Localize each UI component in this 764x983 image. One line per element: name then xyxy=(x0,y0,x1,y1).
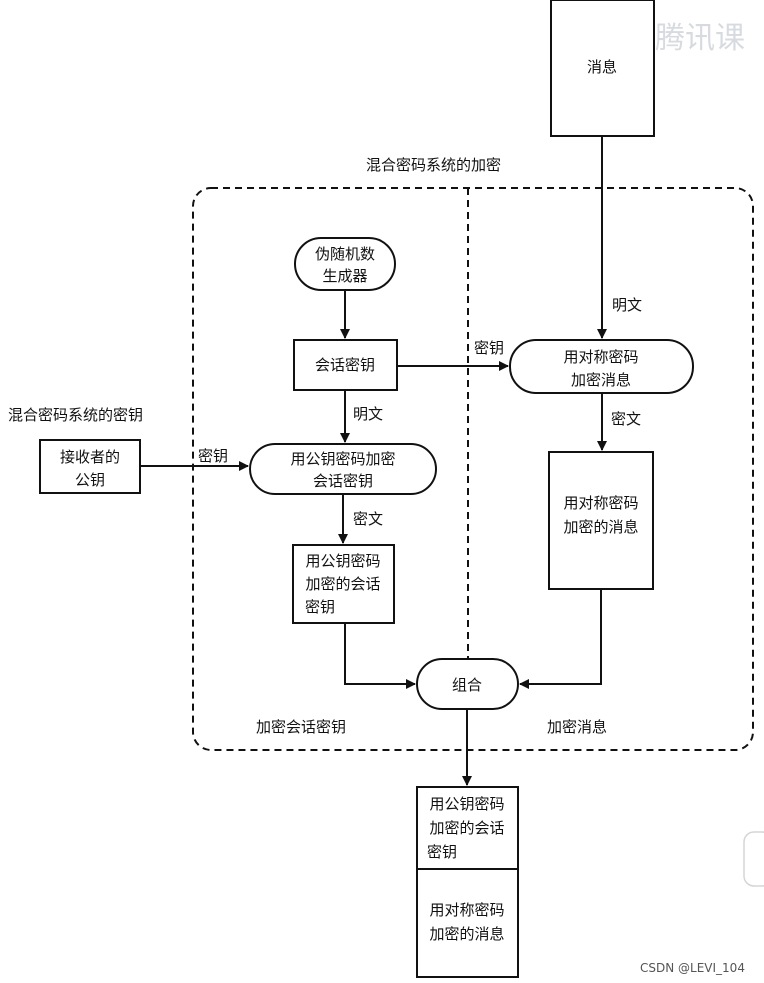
edge-encrypted-key-to-combine xyxy=(344,623,416,689)
combine-node: 组合 xyxy=(416,658,519,710)
session-key-node: 会话密钥 xyxy=(293,339,398,391)
edge-encrypted-msg-to-combine xyxy=(519,589,602,689)
region-label-encrypt-message: 加密消息 xyxy=(547,718,607,736)
combine-label: 组合 xyxy=(452,676,482,694)
hybrid-encryption-title: 混合密码系统的加密 xyxy=(366,156,501,174)
output-bottom-line-1: 用对称密码 xyxy=(429,901,504,919)
edge-label-key-to-sym: 密钥 xyxy=(474,339,504,357)
edge-label-plaintext-left: 明文 xyxy=(353,405,383,423)
prng-node: 伪随机数 生成器 xyxy=(294,237,396,291)
sym-encrypted-msg-node: 用对称密码 加密的消息 xyxy=(548,451,654,590)
sym-encrypt-line-1: 用对称密码 xyxy=(563,348,638,366)
credit-text: CSDN @LEVI_104 xyxy=(640,961,745,975)
output-node: 用公钥密码 加密的会话 密钥 用对称密码 加密的消息 xyxy=(416,786,519,978)
pk-encrypted-key-line-2: 加密的会话 xyxy=(305,575,380,593)
watermark-text: 腾讯课 xyxy=(655,21,745,56)
edge-label-key-to-pk: 密钥 xyxy=(198,447,228,465)
pk-encrypt-line-2: 会话密钥 xyxy=(313,472,373,490)
sym-encrypt-node: 用对称密码 加密消息 xyxy=(509,339,694,394)
edges xyxy=(140,136,607,786)
pk-encrypted-key-node: 用公钥密码 加密的会话 密钥 xyxy=(292,544,395,624)
pk-encrypted-key-line-1: 用公钥密码 xyxy=(305,552,380,570)
receiver-pubkey-node: 接收者的 公钥 xyxy=(39,439,141,494)
receiver-pubkey-line-2: 公钥 xyxy=(75,471,105,489)
message-node: 消息 xyxy=(550,0,655,137)
sym-encrypted-msg-line-1: 用对称密码 xyxy=(563,494,638,512)
prng-line-1: 伪随机数 xyxy=(315,245,375,263)
message-label: 消息 xyxy=(587,58,617,76)
receiver-pubkey-line-1: 接收者的 xyxy=(60,448,120,466)
output-top-line-2: 加密的会话 xyxy=(429,819,504,837)
output-bottom-line-2: 加密的消息 xyxy=(429,925,504,943)
side-handle[interactable] xyxy=(743,831,764,887)
edge-label-ciphertext-right: 密文 xyxy=(611,410,641,428)
pk-encrypt-line-1: 用公钥密码加密 xyxy=(290,450,395,468)
sym-encrypt-line-2: 加密消息 xyxy=(571,371,631,389)
pk-encrypted-key-line-3: 密钥 xyxy=(305,598,335,616)
output-top-line-3: 密钥 xyxy=(427,843,457,861)
prng-line-2: 生成器 xyxy=(322,267,367,285)
edge-label-plaintext-right: 明文 xyxy=(612,296,642,314)
region-label-encrypt-session-key: 加密会话密钥 xyxy=(256,718,346,736)
sym-encrypted-msg-line-2: 加密的消息 xyxy=(563,518,638,536)
pk-encrypt-node: 用公钥密码加密 会话密钥 xyxy=(249,443,437,495)
hybrid-key-title: 混合密码系统的密钥 xyxy=(8,406,143,424)
session-key-label: 会话密钥 xyxy=(315,356,375,374)
output-top-line-1: 用公钥密码 xyxy=(429,795,504,813)
edge-label-ciphertext-left: 密文 xyxy=(353,510,383,528)
encryption-region xyxy=(192,187,754,751)
